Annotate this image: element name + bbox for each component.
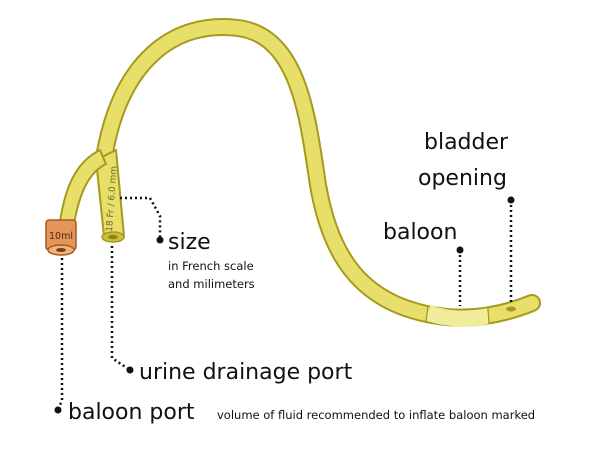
bladder-opening-eyelet — [506, 306, 516, 312]
urine-drainage-port-label: urine drainage port — [139, 360, 353, 385]
leader-dots — [54, 196, 515, 414]
size-leader-line — [120, 196, 162, 240]
baloon-port-leader-line — [56, 258, 64, 411]
bladder-opening-label-line1: bladder — [424, 130, 509, 155]
leader-lines — [56, 196, 513, 411]
catheter-size-marking: 18 Fr / 6.0 mm — [105, 166, 120, 233]
size-label: size — [168, 230, 211, 255]
bladder-opening-label-line2: opening — [418, 166, 507, 191]
balloon-segment — [425, 305, 490, 327]
balloon-volume-marking: 10ml — [49, 231, 73, 242]
drainage-leader-line — [110, 246, 131, 372]
baloon-label: baloon — [383, 220, 458, 245]
size-note-line2: and milimeters — [168, 277, 255, 291]
baloon-port-note: volume of fluid recommended to inflate b… — [217, 408, 536, 422]
size-note-line1: in French scale — [168, 259, 254, 273]
baloon-port-label: baloon port — [68, 400, 195, 425]
